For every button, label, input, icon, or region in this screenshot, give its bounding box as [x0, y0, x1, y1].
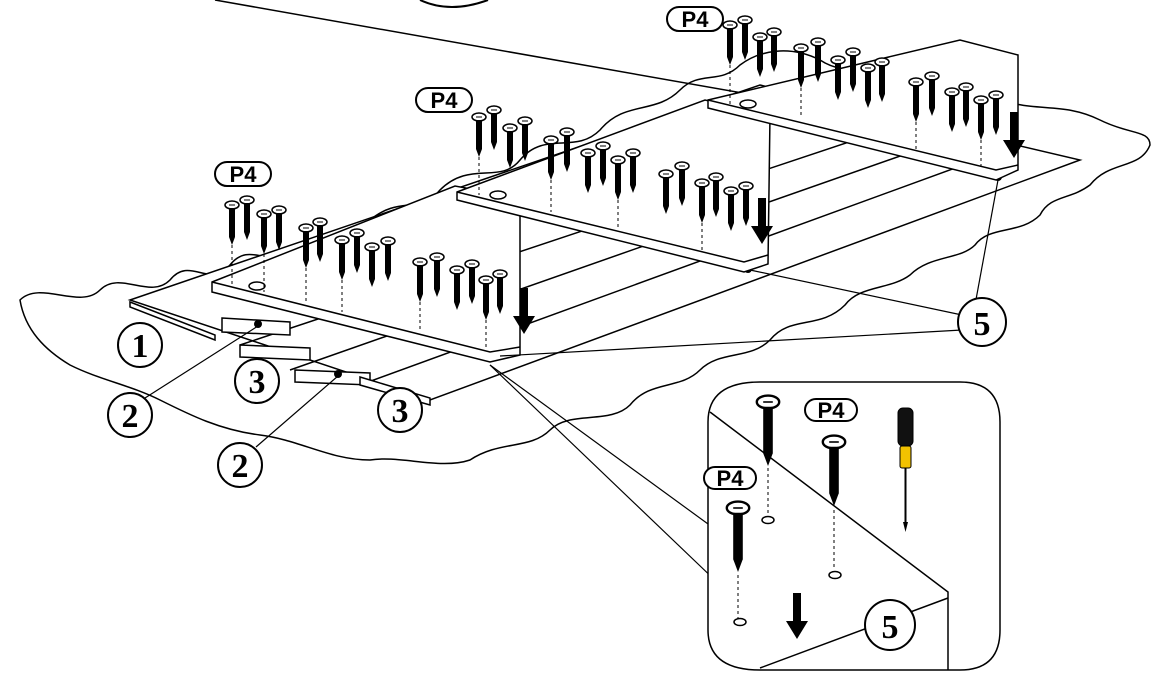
svg-text:P4: P4 — [431, 88, 459, 113]
batten-left — [211, 185, 521, 363]
svg-text:2: 2 — [232, 448, 249, 485]
callout-part-2b: 2 — [217, 375, 339, 488]
p4-tag-middle: P4 — [415, 87, 473, 113]
svg-text:1: 1 — [132, 328, 149, 365]
batten-middle — [456, 99, 771, 273]
svg-text:P4: P4 — [818, 398, 846, 423]
p4-tag-detail-b: P4 — [703, 466, 757, 491]
cropped-callout — [419, 0, 489, 8]
detail-view: P4 P4 5 — [489, 364, 1001, 671]
screw-guide-lines — [231, 65, 982, 348]
svg-text:P4: P4 — [682, 7, 710, 32]
svg-text:3: 3 — [392, 393, 409, 430]
callout-part-3a: 3 — [234, 358, 280, 404]
callout-part-5: 5 — [499, 179, 1007, 357]
svg-text:5: 5 — [882, 609, 899, 646]
svg-text:P4: P4 — [230, 162, 258, 187]
callout-part-5-detail: 5 — [864, 599, 916, 651]
batten-holes — [248, 99, 757, 291]
batten-right — [707, 39, 1019, 181]
callout-part-2a: 2 — [107, 325, 259, 438]
callout-part-3b: 3 — [377, 387, 423, 433]
svg-text:2: 2 — [122, 398, 139, 435]
p4-tag-left: P4 — [214, 161, 272, 187]
svg-text:P4: P4 — [717, 466, 745, 491]
p4-tag-detail-a: P4 — [804, 398, 858, 423]
svg-text:3: 3 — [249, 364, 266, 401]
screwdriver-icon — [897, 407, 914, 532]
callout-part-1: 1 — [117, 322, 163, 368]
svg-text:5: 5 — [974, 306, 991, 343]
p4-tag-right: P4 — [666, 6, 724, 32]
